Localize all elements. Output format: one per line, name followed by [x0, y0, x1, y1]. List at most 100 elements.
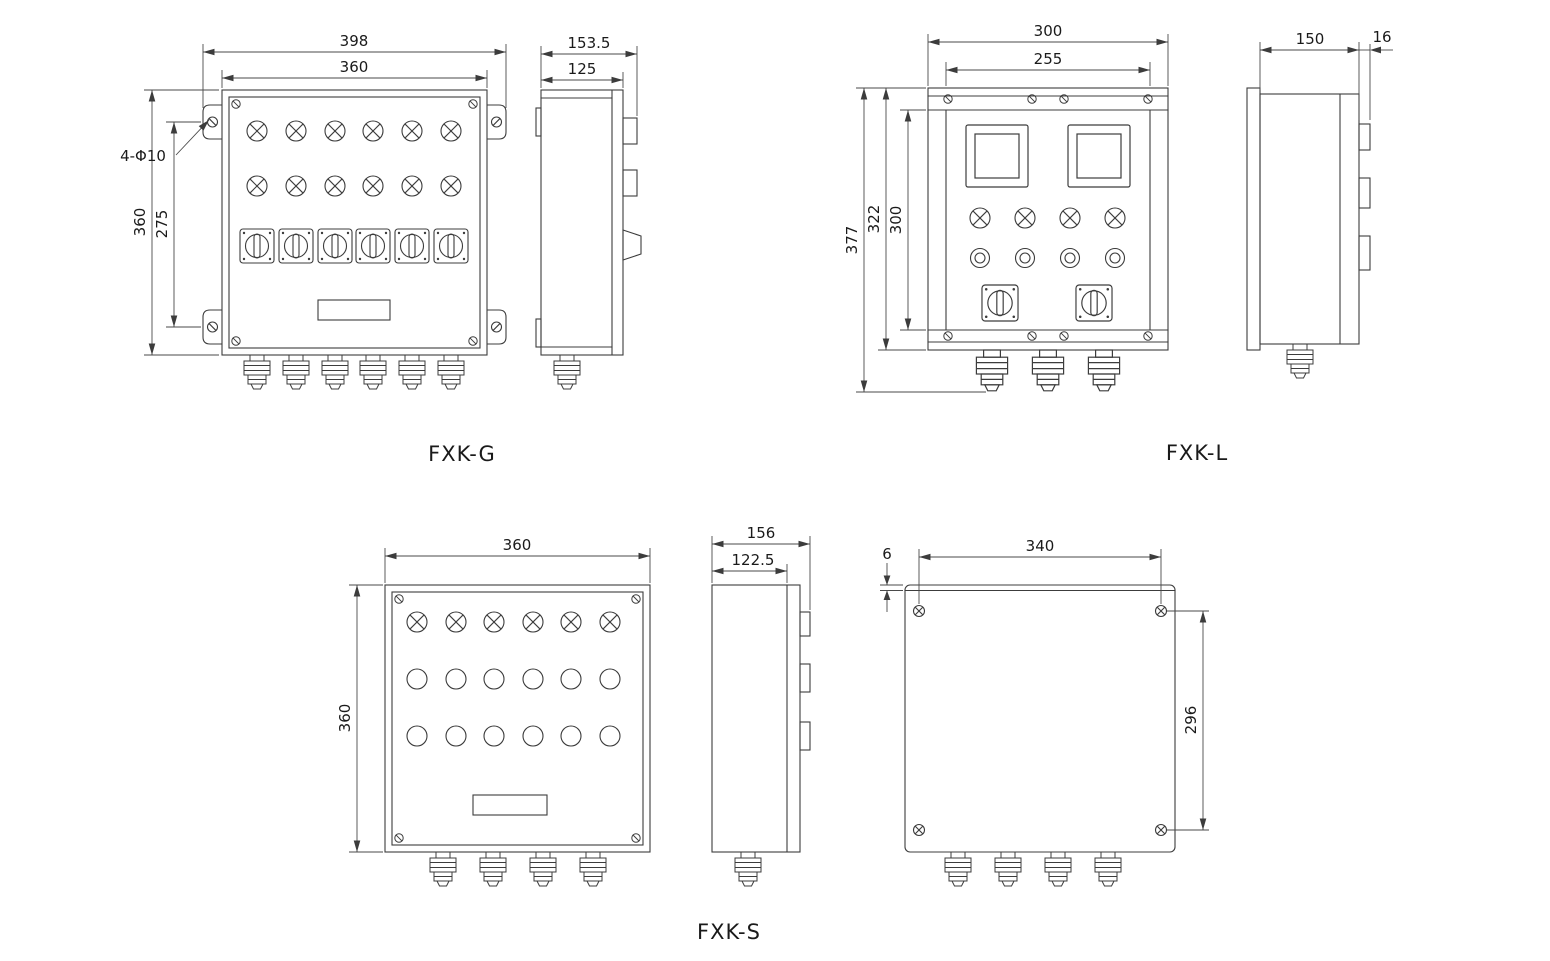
cable-gland-icon — [429, 851, 457, 887]
indicator-lamp-icon — [324, 120, 346, 142]
pushbutton-hole-icon — [599, 668, 621, 690]
dim-fxkg-overall-width: 398 — [202, 32, 507, 108]
dim-fxkl-lug-depth: 16 — [1359, 28, 1393, 120]
indicator-lamp-icon — [246, 120, 268, 142]
corner-screw-icon — [394, 833, 404, 843]
dim-label: 16 — [1372, 28, 1391, 46]
rotary-switch-icon — [355, 228, 391, 264]
indicator-lamp-icon — [599, 611, 621, 633]
indicator-lamp-icon — [324, 175, 346, 197]
side-lug — [1358, 123, 1371, 151]
side-lug — [1358, 177, 1371, 209]
dim-label: 398 — [340, 32, 369, 50]
dim-label: 360 — [336, 704, 354, 733]
dim-label: 275 — [153, 210, 171, 239]
dim-fxkg-overall-depth: 153.5 — [540, 34, 638, 116]
mounting-bracket-icon — [486, 309, 507, 345]
dim-fxkl-overall-height: 377 — [843, 87, 986, 393]
corner-screw-icon — [468, 99, 478, 109]
cable-gland-icon — [1031, 349, 1065, 392]
indicator-lamp-icon — [362, 175, 384, 197]
dim-label: 340 — [1026, 537, 1055, 555]
corner-screw-icon — [631, 594, 641, 604]
dim-fxkl-panel-width: 255 — [945, 50, 1151, 86]
dim-label: 4-Φ10 — [120, 147, 166, 165]
pushbutton-hole-icon — [445, 668, 467, 690]
model-caption-fxk-l: FXK-L — [1166, 441, 1228, 465]
cable-gland-icon — [479, 851, 507, 887]
pushbutton-icon — [1059, 247, 1081, 269]
cable-gland-icon — [1094, 851, 1122, 887]
fxk-l-assembly: 300 255 377 322 300 — [843, 22, 1393, 465]
corner-screw-icon — [231, 99, 241, 109]
cable-gland-icon — [437, 354, 465, 390]
indicator-lamp-icon — [1059, 207, 1081, 229]
enclosure-cover — [228, 96, 481, 349]
dim-label: 360 — [340, 58, 369, 76]
indicator-lamp-icon — [440, 175, 462, 197]
indicator-lamp-icon — [406, 611, 428, 633]
pushbutton-hole-icon — [483, 668, 505, 690]
dim-label: 156 — [747, 524, 776, 542]
indicator-lamp-icon — [522, 611, 544, 633]
rotary-switch-icon — [317, 228, 353, 264]
corner-screw-icon — [1059, 331, 1069, 341]
cable-gland-icon — [529, 851, 557, 887]
pushbutton-hole-icon — [406, 725, 428, 747]
cable-gland-icon — [944, 851, 972, 887]
rotary-switch-icon — [394, 228, 430, 264]
rotary-switch-icon — [1075, 284, 1113, 322]
back-plate — [1246, 87, 1261, 351]
rotary-switch-icon — [239, 228, 275, 264]
dim-label: 122.5 — [732, 551, 775, 569]
fxk-s-side-view — [711, 584, 811, 887]
indicator-lamp-icon — [1104, 207, 1126, 229]
side-lug — [622, 117, 638, 145]
mounting-hole-icon — [912, 823, 926, 837]
dim-label: 125 — [568, 60, 597, 78]
cable-gland-icon — [321, 354, 349, 390]
dim-label: 153.5 — [568, 34, 611, 52]
cable-gland-icon — [1286, 343, 1314, 379]
dim-fxks-hole-spacing-h: 340 — [918, 537, 1162, 604]
fxk-s-back-view — [904, 584, 1176, 887]
pushbutton-icon — [1014, 247, 1036, 269]
mounting-bracket-icon — [486, 104, 507, 140]
dim-fxks-body-width: 360 — [384, 536, 651, 583]
rotary-switch-icon — [278, 228, 314, 264]
cable-gland-icon — [553, 354, 581, 390]
enclosure-side — [711, 584, 801, 853]
indicator-lamp-icon — [483, 611, 505, 633]
side-lug — [799, 611, 811, 637]
cable-gland-icon — [243, 354, 271, 390]
dim-fxkl-body-height: 322 — [865, 88, 926, 351]
cable-gland-icon — [1087, 349, 1121, 392]
bracket-edge — [535, 318, 542, 348]
dim-fxkg-body-width: 360 — [221, 58, 488, 88]
cable-gland-icon — [579, 851, 607, 887]
pushbutton-hole-icon — [522, 725, 544, 747]
nameplate — [317, 299, 391, 321]
dim-fxks-body-depth: 122.5 — [712, 551, 788, 583]
nameplate — [472, 794, 548, 816]
pushbutton-hole-icon — [599, 725, 621, 747]
mounting-hole-icon — [1154, 604, 1168, 618]
fxk-l-side-view — [1246, 87, 1371, 379]
pushbutton-icon — [1104, 247, 1126, 269]
indicator-lamp-icon — [440, 120, 462, 142]
enclosure-back — [904, 584, 1176, 853]
indicator-lamp-icon — [362, 120, 384, 142]
indicator-lamp-icon — [1014, 207, 1036, 229]
cable-gland-icon — [398, 354, 426, 390]
mounting-hole-icon — [1154, 823, 1168, 837]
fxk-g-assembly: 398 360 360 275 4-Φ10 — [120, 32, 642, 466]
dim-fxkg-body-height: 360 — [131, 89, 219, 356]
dim-label: 377 — [843, 226, 861, 255]
dim-label: 360 — [503, 536, 532, 554]
dim-fxkl-body-depth: 150 — [1259, 30, 1360, 120]
cable-gland-icon — [734, 851, 762, 887]
rotary-switch-icon — [433, 228, 469, 264]
dim-label: 360 — [131, 208, 149, 237]
indicator-lamp-icon — [285, 120, 307, 142]
dim-label: 255 — [1034, 50, 1063, 68]
